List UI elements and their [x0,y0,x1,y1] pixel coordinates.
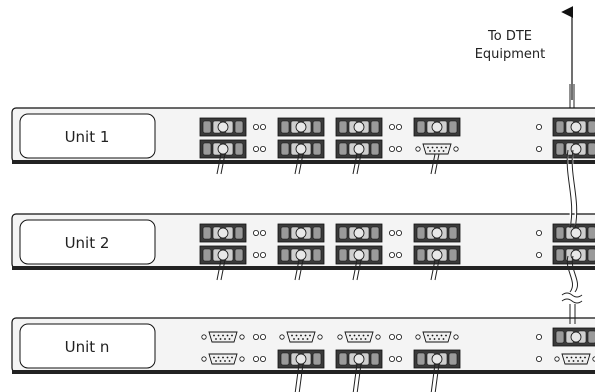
unit-3-led-0-0a [252,333,259,340]
unit-1-right-led-0 [536,124,543,131]
unit-3-right-led-0 [536,333,543,340]
unit-3-top-port-2 [279,331,323,343]
unit-1-bottom-port-2 [277,139,325,159]
unit-3-right-led-1 [536,355,543,362]
unit-1-top-port-2 [277,117,325,137]
unit-2-top-port-1 [199,223,247,243]
unit-2-bottom-port-2 [277,245,325,265]
unit-1-led-1-0a [252,145,259,152]
unit-2-top-port-2 [277,223,325,243]
unit-1-led-0-1a [388,124,395,131]
unit-3-top-port-4 [415,331,459,343]
unit-2-bottom-port-4 [413,245,461,265]
unit-3-led-1-0a [252,355,259,362]
unit-1-top-port-1 [199,117,247,137]
unit-2-right-led-1 [536,251,543,258]
unit-3-bottom-port-4 [413,349,461,369]
unit-1-led-0-0a [252,124,259,131]
unit-2-led-1-1b [395,251,402,258]
dte-label-line1: To DTE [487,29,532,44]
unit-2-led-0-0b [259,229,266,236]
unit-2-label: Unit 2 [65,234,110,252]
cable-break-mark [561,292,583,304]
unit-3-cable-3 [352,363,362,392]
unit-3-led-1-0b [259,355,266,362]
unit-1-right-top-port [552,117,595,137]
unit-2-cable-2 [294,259,304,281]
unit-2-right-bottom-port [552,245,595,265]
unit-2-cable-3 [352,259,362,281]
unit-3-right-bottom-port [554,353,595,365]
unit-3-led-0-0b [259,333,266,340]
unit-1-bottom-port-1 [199,139,247,159]
unit-1-cable-1 [216,153,226,175]
unit-2-right-led-0 [536,229,543,236]
unit-3-led-1-1b [395,355,402,362]
unit-1-cable-3 [352,153,362,175]
unit-1-bottom-port-4 [415,143,459,155]
unit-1-led-1-1b [395,145,402,152]
unit-3-cable-4 [430,363,440,392]
unit-3-bottom-port-2 [277,349,325,369]
unit-2-cable-4 [430,259,440,281]
unit-2-right-top-port [552,223,595,243]
unit-1-right-bottom-port [552,139,595,159]
unit-2-led-1-1a [388,251,395,258]
unit-3-right-top-port [552,327,595,347]
unit-1-right-led-1 [536,145,543,152]
unit-3-top-port-3 [337,331,381,343]
unit-2-top-port-3 [335,223,383,243]
unit-2-led-0-1b [395,229,402,236]
unit-1-led-1-1a [388,145,395,152]
unit-1-led-0-0b [259,124,266,131]
unit-3-led-1-1a [388,355,395,362]
dte-label-line2: Equipment [475,47,546,62]
unit-3-bottom-port-1 [201,353,245,365]
unit-3-cable-2 [294,363,304,392]
chain-cable-1-2 [566,149,578,229]
unit-1-bottom-port-3 [335,139,383,159]
unit-2-cable-1 [216,259,226,281]
unit-2-bottom-port-3 [335,245,383,265]
unit-3-top-port-1 [201,331,245,343]
chain-cable-2-n-lower [569,304,576,324]
unit-1-top-port-4 [413,117,461,137]
unit-2-top-port-4 [413,223,461,243]
unit-3-led-0-1a [388,333,395,340]
unit-2-led-1-0b [259,251,266,258]
unit-1-label: Unit 1 [65,128,110,146]
unit-1-top-port-3 [335,117,383,137]
unit-1-cable-4 [430,153,440,175]
unit-2-led-1-0a [252,251,259,258]
unit-3-led-0-1b [395,333,402,340]
chain-cable-2-n-upper [566,255,578,293]
unit-1-led-0-1b [395,124,402,131]
unit-1-led-1-0b [259,145,266,152]
unit-3-bottom-port-3 [335,349,383,369]
unit-n-label: Unit n [65,338,110,356]
unit-2-led-0-0a [252,229,259,236]
unit-2-led-0-1a [388,229,395,236]
unit-2-bottom-port-1 [199,245,247,265]
unit-1-cable-2 [294,153,304,175]
